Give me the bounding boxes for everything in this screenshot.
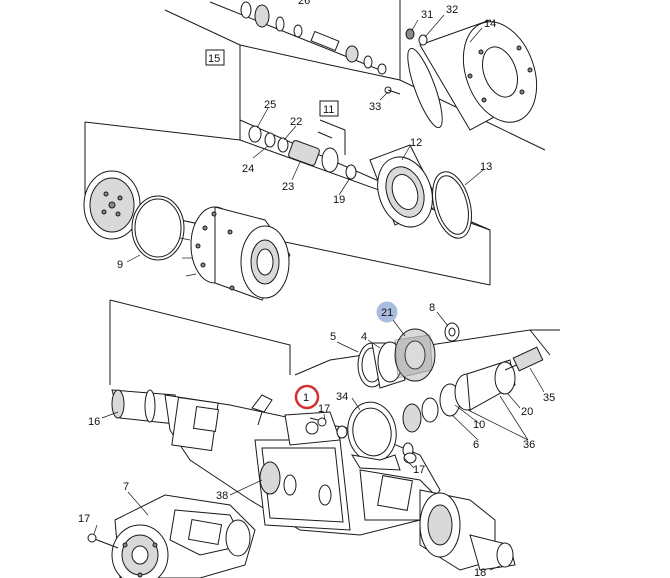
label-part-15[interactable]: 15 bbox=[208, 53, 220, 65]
label-part-23[interactable]: 23 bbox=[282, 181, 294, 193]
label-part-13[interactable]: 13 bbox=[480, 161, 492, 173]
brake-drum bbox=[407, 19, 538, 131]
label-part-32[interactable]: 32 bbox=[446, 4, 458, 16]
label-part-9[interactable]: 9 bbox=[117, 259, 123, 271]
label-part-31[interactable]: 31 bbox=[421, 9, 433, 21]
label-part-36[interactable]: 36 bbox=[523, 439, 535, 451]
planet-gear-group bbox=[239, 119, 491, 285]
label-part-5[interactable]: 5 bbox=[330, 331, 336, 343]
label-part-35[interactable]: 35 bbox=[543, 392, 555, 404]
planetary-kit-group bbox=[164, 0, 546, 151]
label-part-10[interactable]: 10 bbox=[473, 419, 485, 431]
leader-lines bbox=[93, 14, 545, 571]
label-part-7[interactable]: 7 bbox=[123, 481, 129, 493]
drum-bolts bbox=[384, 28, 428, 95]
snap-ring bbox=[432, 171, 472, 239]
label-part-6[interactable]: 6 bbox=[473, 439, 479, 451]
label-part-19[interactable]: 19 bbox=[333, 194, 345, 206]
label-part-25[interactable]: 25 bbox=[264, 99, 276, 111]
label-part-18[interactable]: 18 bbox=[474, 567, 486, 578]
label-part-8[interactable]: 8 bbox=[429, 302, 435, 314]
label-part-17-bottom[interactable]: 17 bbox=[78, 513, 90, 525]
label-part-17-top[interactable]: 17 bbox=[318, 403, 330, 415]
label-part-34[interactable]: 34 bbox=[336, 391, 348, 403]
label-part-20[interactable]: 20 bbox=[521, 406, 533, 418]
part-labels: 26 31 32 14 15 33 11 25 22 24 23 19 12 1… bbox=[78, 0, 555, 578]
transmission-unit bbox=[87, 494, 256, 578]
label-part-16[interactable]: 16 bbox=[88, 416, 100, 428]
label-part-17-mid[interactable]: 17 bbox=[413, 464, 425, 476]
label-part-38[interactable]: 38 bbox=[216, 490, 228, 502]
highlight-dot-part-21 bbox=[376, 301, 398, 323]
label-part-26[interactable]: 26 bbox=[298, 0, 310, 7]
ring-gear bbox=[369, 144, 441, 228]
seal-ring bbox=[336, 401, 401, 471]
label-part-11[interactable]: 11 bbox=[323, 104, 334, 116]
label-part-21[interactable]: 21 bbox=[381, 307, 393, 319]
label-part-1[interactable]: 1 bbox=[303, 392, 309, 404]
label-part-24[interactable]: 24 bbox=[242, 163, 254, 175]
axle-housing-group bbox=[109, 299, 516, 571]
wheel-hub-group bbox=[83, 121, 491, 301]
right-shaft-group bbox=[402, 346, 544, 464]
label-part-12[interactable]: 12 bbox=[410, 137, 422, 149]
label-part-22[interactable]: 22 bbox=[290, 116, 302, 128]
seal-and-bearing-group bbox=[294, 322, 560, 389]
label-part-4[interactable]: 4 bbox=[361, 331, 367, 343]
label-part-14[interactable]: 14 bbox=[484, 18, 496, 30]
label-part-33[interactable]: 33 bbox=[369, 101, 381, 113]
sun-shaft bbox=[209, 1, 387, 75]
highlight-ring-part-1 bbox=[294, 384, 320, 410]
